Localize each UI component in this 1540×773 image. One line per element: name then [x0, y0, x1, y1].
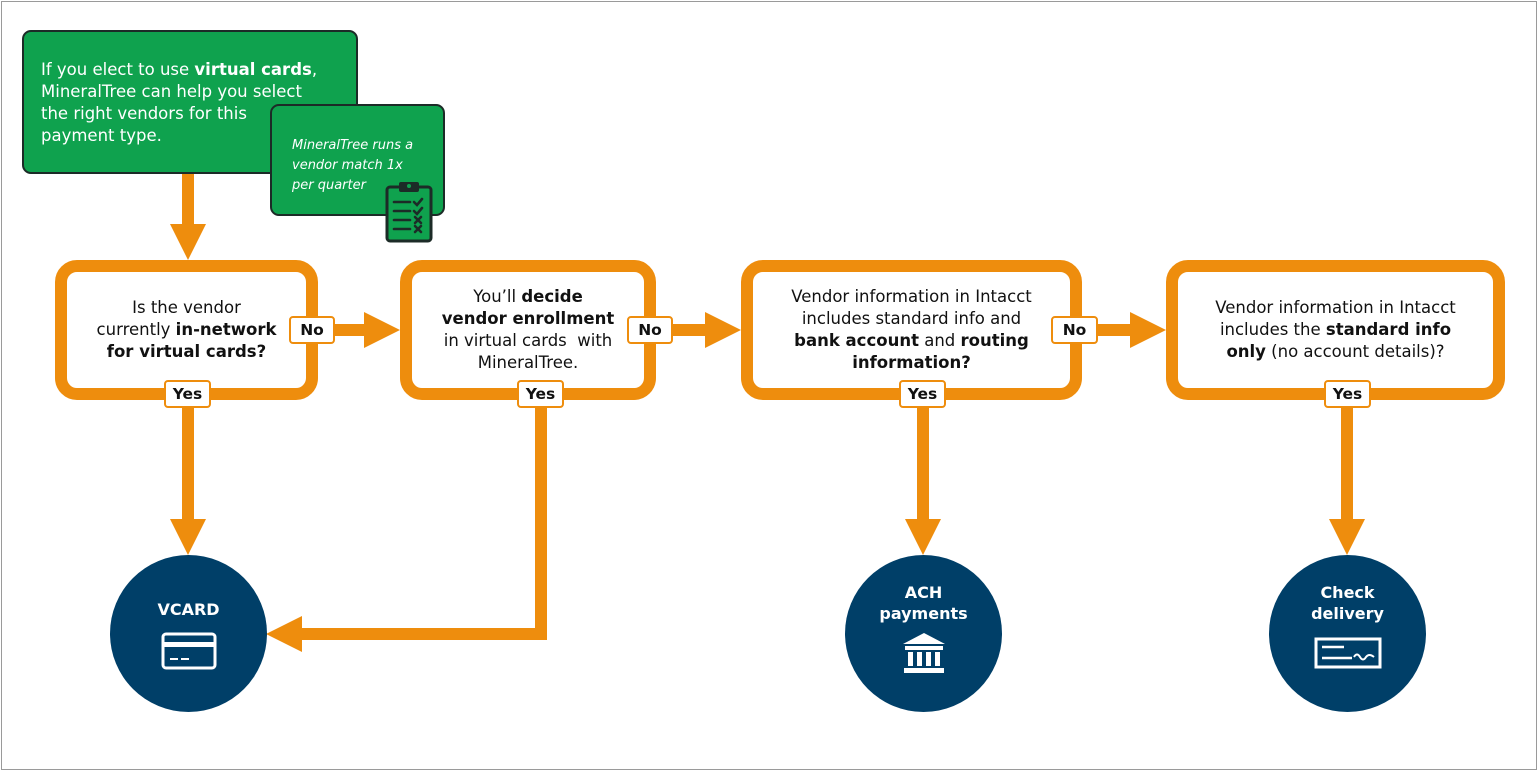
arrowhead-vcard [170, 519, 206, 555]
arrow-box3-to-ach [917, 400, 929, 522]
yes-label-box1: Yes [164, 380, 211, 408]
no-label-box3: No [1051, 316, 1098, 344]
decision-text: includes the [1219, 320, 1326, 339]
note-text: MineralTree runs a [292, 138, 414, 153]
note-text: , [311, 60, 318, 79]
decision-text: currently [96, 320, 176, 339]
decision-text: MineralTree. [477, 353, 579, 372]
credit-card-icon [161, 632, 216, 670]
decision-bold-text: routing [960, 331, 1029, 350]
decision-text: Vendor information in Intacct [1215, 298, 1456, 317]
standard-info-decision-box: Vendor information in Intacct includes t… [1166, 260, 1505, 400]
decision-text: in virtual cards with [443, 331, 613, 350]
ach-payments-outcome: ACH payments [845, 555, 1002, 712]
bank-icon [902, 633, 945, 673]
bank-routing-decision-box: Vendor information in Intacct includes s… [741, 260, 1082, 400]
arrow-box2-down [535, 400, 547, 640]
vendor-enrollment-box: You’ll decide vendor enrollment in virtu… [400, 260, 656, 400]
decision-bold-text: standard info [1325, 320, 1452, 339]
outcome-title: payments [879, 604, 968, 623]
decision-bold-text: decide [521, 287, 583, 306]
arrow-box4-to-check [1341, 400, 1353, 522]
decision-text: You’ll [473, 287, 522, 306]
arrowhead-vcard-side [266, 616, 302, 652]
decision-bold-text: only [1226, 342, 1266, 361]
decision-text: and [918, 331, 961, 350]
arrowhead-box3 [705, 312, 741, 348]
outcome-title: ACH [904, 583, 943, 602]
decision-text: includes standard info and [801, 309, 1022, 328]
arrow-box2-to-vcard [298, 628, 547, 640]
decision-text: Is the vendor [132, 298, 241, 317]
arrow-note-to-box1 [182, 174, 194, 226]
arrowhead-box4 [1130, 312, 1166, 348]
note-bold-text: virtual cards [194, 60, 312, 79]
arrowhead-box1 [170, 224, 206, 260]
outcome-title: Check [1320, 583, 1375, 602]
note-text: vendor match 1x [292, 158, 403, 173]
decision-bold-text: in-network [175, 320, 277, 339]
decision-text: Vendor information in Intacct [791, 287, 1032, 306]
no-label-box1: No [289, 316, 335, 344]
decision-bold-text: information? [852, 353, 971, 372]
check-document-icon [1314, 637, 1381, 669]
yes-label-box3: Yes [899, 380, 946, 408]
clipboard-checklist-icon [385, 182, 433, 243]
arrowhead-box2 [364, 312, 400, 348]
note-text: MineralTree can help you select [41, 82, 302, 101]
decision-bold-text: for virtual cards? [106, 342, 267, 361]
outcome-title: VCARD [157, 600, 220, 619]
arrow-box1-to-vcard [182, 400, 194, 522]
outcome-title: delivery [1311, 604, 1384, 623]
vcard-outcome: VCARD [110, 555, 267, 712]
note-text: If you elect to use [41, 60, 195, 79]
decision-bold-text: vendor enrollment [441, 309, 615, 328]
check-delivery-outcome: Check delivery [1269, 555, 1426, 712]
decision-text: (no account details)? [1265, 342, 1445, 361]
arrowhead-ach [905, 519, 941, 555]
decision-bold-text: bank account [794, 331, 919, 350]
yes-label-box2: Yes [517, 380, 564, 408]
note-text: the right vendors for this [41, 104, 247, 123]
note-text: payment type. [41, 126, 162, 145]
arrowhead-check [1329, 519, 1365, 555]
note-text: per quarter [292, 178, 366, 193]
in-network-decision-box: Is the vendor currently in-network for v… [55, 260, 318, 400]
yes-label-box4: Yes [1324, 380, 1371, 408]
no-label-box2: No [627, 316, 673, 344]
